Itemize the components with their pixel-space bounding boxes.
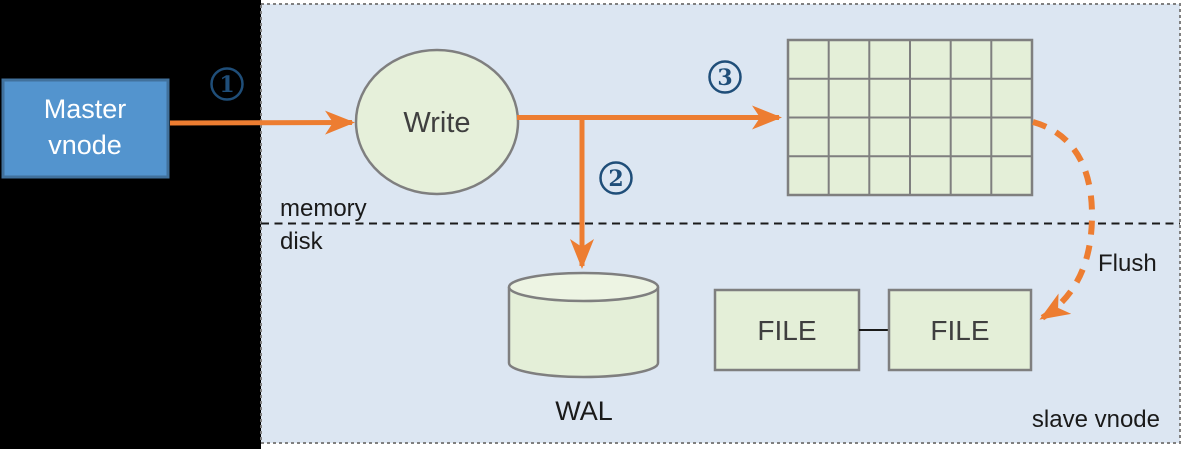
- memory-region-label: memory: [280, 195, 367, 222]
- step-2-badge: 2: [599, 161, 633, 195]
- file-right-label: FILE: [930, 315, 989, 346]
- memory-table-grid: [786, 38, 1034, 197]
- flush-label: Flush: [1098, 250, 1157, 277]
- step-3-badge: 3: [708, 60, 742, 94]
- file-node-right: FILE: [887, 288, 1033, 372]
- arrow-master-to-write: [169, 110, 355, 135]
- disk-region-label: disk: [280, 228, 324, 255]
- master-vnode-label-line2: vnode: [48, 130, 122, 160]
- file-left-label: FILE: [757, 315, 816, 346]
- step-1-badge: 1: [210, 67, 244, 101]
- left-black-background: [0, 0, 261, 449]
- master-vnode-label-line1: Master: [44, 94, 127, 124]
- step-2-number: 2: [608, 166, 623, 192]
- slave-vnode-label: slave vnode: [1032, 406, 1160, 433]
- step-1-number: 1: [219, 72, 234, 98]
- file-node-left: FILE: [713, 288, 861, 372]
- wal-node: WAL: [507, 271, 660, 426]
- master-vnode-node: Master vnode: [1, 78, 170, 179]
- arrow-flush-table-to-file: [1032, 119, 1096, 321]
- write-node-label: Write: [403, 107, 470, 139]
- write-node: Write: [354, 48, 520, 196]
- wal-label: WAL: [555, 396, 613, 426]
- step-3-number: 3: [717, 65, 732, 91]
